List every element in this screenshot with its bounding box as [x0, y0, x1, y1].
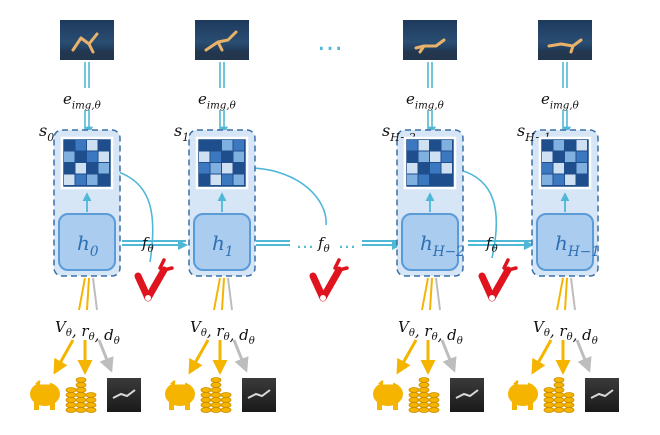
- observation-frame: [538, 20, 592, 60]
- stochastic-latent-grid: [195, 136, 249, 190]
- decoded-frame: [242, 378, 276, 412]
- walker-frame-1: [71, 32, 99, 54]
- prediction-heads-label: Vθ, rθ, dθ: [55, 318, 120, 347]
- hidden-state-box: [401, 213, 459, 271]
- observation-frame: [60, 20, 114, 60]
- walker-frame-2: [204, 30, 238, 52]
- decoded-frame-2: [247, 389, 271, 399]
- frame-encoder-label: eimg,θ: [63, 90, 101, 112]
- frame-encoder-label: eimg,θ: [541, 90, 579, 112]
- prediction-heads-label: Vθ, rθ, dθ: [190, 318, 255, 347]
- piggy-bank-icon: [165, 380, 195, 410]
- observation-frame: [195, 20, 249, 60]
- decoded-frame-1: [112, 389, 136, 399]
- timestep-column: eimg,θsH−2hH−2Vθ, rθ, dθ: [373, 20, 484, 413]
- transition-label-2: fθ: [317, 234, 330, 255]
- frame-encoder-label: eimg,θ: [198, 90, 236, 112]
- hidden-state-label: hH−2: [420, 231, 465, 260]
- frames-ellipsis: …: [317, 27, 343, 57]
- hidden-state-label: h1: [212, 231, 234, 260]
- coin-stack-icon: [408, 377, 440, 413]
- state-label: s1: [174, 121, 189, 144]
- hidden-state-label: hH−1: [555, 231, 600, 260]
- transition-ellipsis-right: …: [338, 232, 356, 253]
- stochastic-latent-grid: [403, 136, 457, 190]
- transition-arrows: [111, 167, 534, 263]
- transition-label-1: fθ: [141, 234, 154, 255]
- piggy-bank-icon: [30, 380, 60, 410]
- walker-frame-4: [547, 38, 583, 54]
- decoded-frame-4: [590, 389, 614, 399]
- decoded-frame: [585, 378, 619, 412]
- decoded-frame: [450, 378, 484, 412]
- hidden-state-box: [193, 213, 251, 271]
- decoded-frame: [107, 378, 141, 412]
- timestep-column: eimg,θsH−1hH−1Vθ, rθ, dθ: [508, 20, 619, 413]
- decoded-frame-3: [455, 389, 479, 399]
- stochastic-latent-grid: [60, 136, 114, 190]
- hidden-state-box: [58, 213, 116, 271]
- hidden-state-box: [536, 213, 594, 271]
- transition-ellipsis-left: …: [296, 232, 314, 253]
- walker-frame-3: [414, 38, 446, 54]
- frame-encoder-label: eimg,θ: [406, 90, 444, 112]
- observation-frame: [403, 20, 457, 60]
- piggy-bank-icon: [373, 380, 403, 410]
- stochastic-latent-grid: [538, 136, 592, 190]
- hidden-state-label: h0: [77, 231, 99, 260]
- transition-label-3: fθ: [485, 234, 498, 255]
- robot-arm-icon: [309, 258, 349, 302]
- coin-stack-icon: [200, 377, 232, 413]
- coin-stack-icon: [543, 377, 575, 413]
- robot-arm-icon: [134, 258, 174, 302]
- prediction-heads-label: Vθ, rθ, dθ: [398, 318, 463, 347]
- robot-arm-icon: [478, 258, 518, 302]
- prediction-heads-label: Vθ, rθ, dθ: [533, 318, 598, 347]
- coin-stack-icon: [65, 377, 97, 413]
- state-label: s0: [39, 121, 54, 144]
- piggy-bank-icon: [508, 380, 538, 410]
